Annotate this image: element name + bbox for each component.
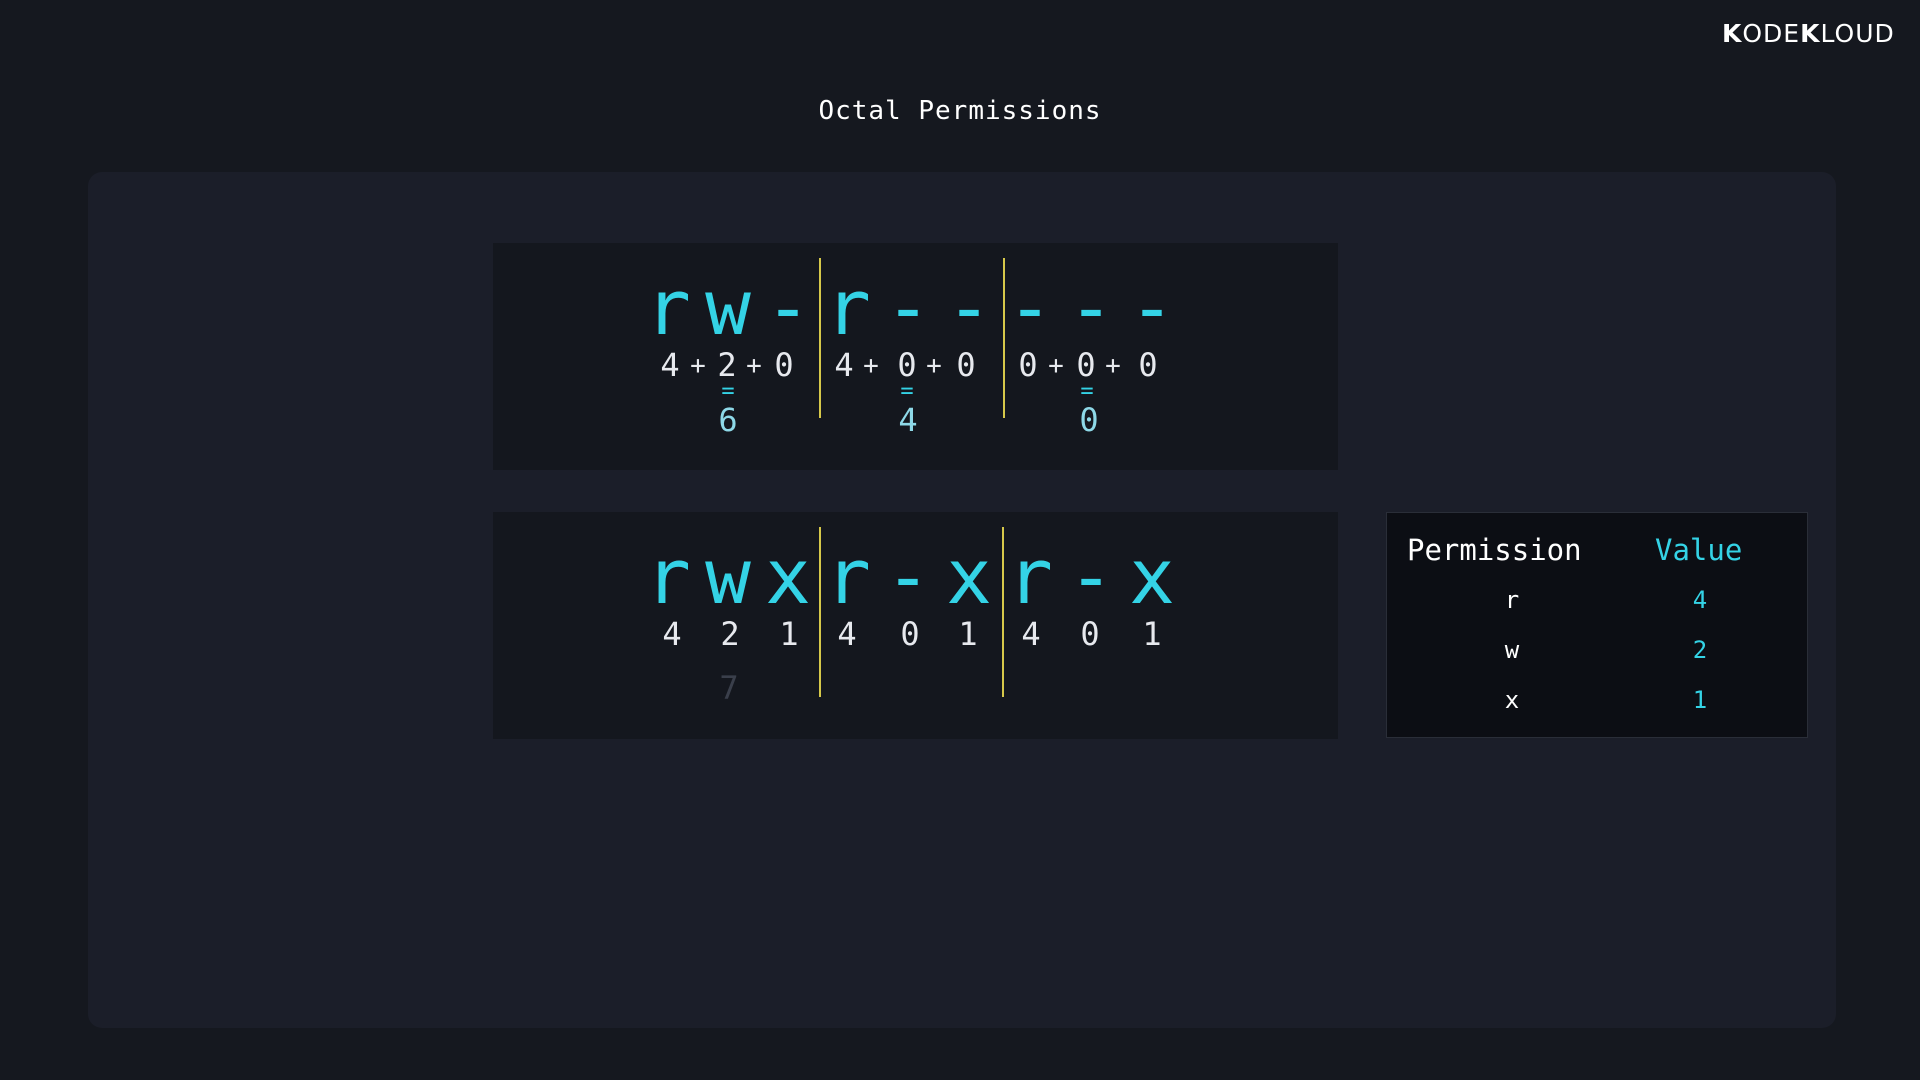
ex1-number-8: 0 [1076, 346, 1096, 384]
ex2-divider-1 [819, 527, 821, 697]
ex2-number-9: 1 [1142, 615, 1162, 653]
ex2-letter-1: r [645, 532, 691, 621]
ex1-number-4: 4 [834, 346, 854, 384]
ex1-divider-1 [819, 258, 821, 418]
ex2-number-7: 4 [1021, 615, 1041, 653]
ex1-letter-8: - [1068, 263, 1114, 352]
table-row-w-value: 2 [1692, 636, 1708, 664]
ex1-plus-1: + [690, 351, 706, 381]
ex1-letter-7: - [1007, 263, 1053, 352]
logo-part-2: LOUD [1820, 18, 1895, 48]
ex2-letter-7: r [1007, 532, 1053, 621]
ex2-letter-3: x [765, 532, 811, 621]
table-row-r-permission: r [1504, 586, 1520, 614]
example-1-box: r w - r - - - - - 4 + 2 + 0 4 + 0 + 0 0 … [493, 243, 1338, 470]
ex1-letter-2: w [705, 263, 751, 352]
ex1-plus-5: + [1048, 351, 1064, 381]
ex1-equals-2: = [900, 379, 914, 404]
ex1-number-1: 4 [660, 346, 680, 384]
ex1-equals-3: = [1080, 379, 1094, 404]
ex1-letter-3: - [765, 263, 811, 352]
ex2-number-5: 0 [900, 615, 920, 653]
ex1-sum-owner: 6 [718, 401, 738, 439]
table-row-x-value: 1 [1692, 686, 1708, 714]
ex1-sum-group: 4 [898, 401, 918, 439]
table-row-x-permission: x [1504, 686, 1520, 714]
ex1-number-9: 0 [1138, 346, 1158, 384]
ex1-letter-9: - [1129, 263, 1175, 352]
ex2-letter-9: x [1129, 532, 1175, 621]
ex2-number-6: 1 [958, 615, 978, 653]
ex2-divider-2 [1002, 527, 1004, 697]
ex1-number-7: 0 [1018, 346, 1038, 384]
ex2-letter-6: x [946, 532, 992, 621]
ex1-equals-1: = [721, 379, 735, 404]
ex2-partial-sum: 7 [719, 669, 739, 707]
logo-part-1: ODE [1742, 18, 1801, 48]
ex1-number-5: 0 [897, 346, 917, 384]
ex1-plus-6: + [1105, 351, 1121, 381]
table-row-r-value: 4 [1692, 586, 1708, 614]
permission-value-table: Permission Value r 4 w 2 x 1 [1386, 512, 1808, 738]
logo-k-2: K [1800, 18, 1821, 48]
ex1-divider-2 [1003, 258, 1005, 418]
example-2-box: r w x r - x r - x 4 2 1 4 0 1 4 0 1 7 [493, 512, 1338, 739]
ex1-number-3: 0 [774, 346, 794, 384]
page-title: Octal Permissions [818, 96, 1102, 126]
ex1-sum-others: 0 [1079, 401, 1099, 439]
ex1-plus-2: + [746, 351, 762, 381]
ex1-letter-5: - [885, 263, 931, 352]
ex2-letter-5: - [885, 532, 931, 621]
ex2-letter-2: w [705, 532, 751, 621]
ex1-letter-6: - [946, 263, 992, 352]
ex2-letter-8: - [1068, 532, 1114, 621]
table-row-w-permission: w [1504, 636, 1520, 664]
ex1-letter-4: r [825, 263, 871, 352]
header-permission: Permission [1407, 533, 1582, 567]
header-value: Value [1655, 533, 1743, 567]
ex2-number-4: 4 [837, 615, 857, 653]
ex2-letter-4: r [825, 532, 871, 621]
logo-k-1: K [1722, 18, 1743, 48]
ex1-plus-3: + [863, 351, 879, 381]
ex2-number-1: 4 [662, 615, 682, 653]
ex1-number-6: 0 [956, 346, 976, 384]
ex2-number-8: 0 [1080, 615, 1100, 653]
ex1-plus-4: + [926, 351, 942, 381]
ex2-number-2: 2 [720, 615, 740, 653]
ex1-letter-1: r [645, 263, 691, 352]
ex2-number-3: 1 [779, 615, 799, 653]
ex1-number-2: 2 [717, 346, 737, 384]
